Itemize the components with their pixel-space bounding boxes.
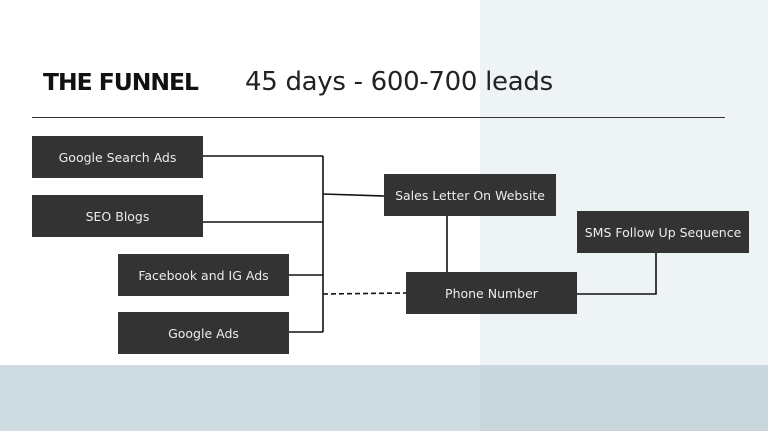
footer-band-right [480,365,768,431]
node-phone-number: Phone Number [406,272,577,314]
connector-to-sales-letter [322,193,385,197]
connector-phone-to-sms [577,253,657,295]
node-sales-letter: Sales Letter On Website [384,174,556,216]
node-sms-follow-up: SMS Follow Up Sequence [577,211,749,253]
node-facebook-ig-ads: Facebook and IG Ads [118,254,289,296]
page-subtitle: 45 days - 600-700 leads [245,67,553,97]
dashed-connector-to-phone [322,292,407,295]
node-seo-blogs: SEO Blogs [32,195,203,237]
node-google-ads: Google Ads [118,312,289,354]
footer-band-left [0,365,480,431]
node-google-search-ads: Google Search Ads [32,136,203,178]
brand-title: THE FUNNEL [43,70,199,96]
title-divider [32,117,725,118]
